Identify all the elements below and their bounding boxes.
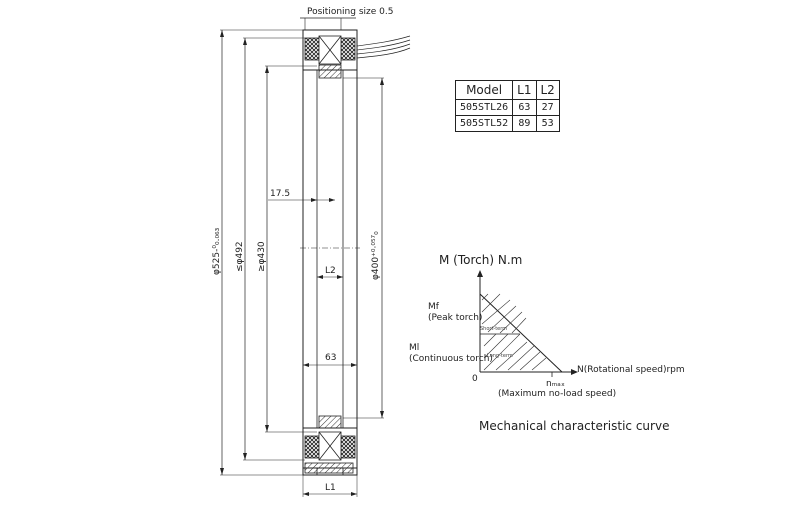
characteristic-curve: Mf (Peak torch) Ml (Continuous torch) Sh… — [409, 270, 685, 399]
header-model: Model — [454, 80, 514, 100]
cell-model: 505STL52 — [454, 115, 514, 132]
nmax-label: nₘₐₓ — [546, 379, 565, 389]
motor-ring-section — [300, 29, 411, 476]
dim-L1-label: L1 — [325, 483, 336, 493]
dim-492-label: ≤φ492 — [235, 241, 245, 272]
table-row: 505STL26 63 27 — [454, 99, 560, 116]
dim-175-label: 17.5 — [270, 189, 290, 199]
positioning-dimension: Positioning size 0.5 — [300, 7, 393, 32]
cell-l2: 53 — [535, 115, 560, 132]
long-term-label: Long-term — [487, 353, 513, 359]
diameter-dimensions: φ525-⁰₀.₀₆₃ ≤φ492 ≥φ430 φ400⁺⁰·⁰⁵⁷₀ — [212, 29, 384, 476]
header-l2: L2 — [535, 80, 560, 100]
cell-l1: 89 — [512, 115, 537, 132]
short-term-label: Short-term — [480, 326, 507, 332]
model-table: Model L1 L2 505STL26 63 27 505STL52 89 5… — [454, 80, 560, 132]
positioning-label: Positioning size 0.5 — [307, 7, 393, 17]
dim-63-label: 63 — [325, 353, 336, 363]
dim-430-label: ≥φ430 — [257, 241, 267, 272]
mf-desc: (Peak torch) — [428, 313, 482, 323]
table-row: 505STL52 89 53 — [454, 115, 560, 132]
dim-400-label: φ400⁺⁰·⁰⁵⁷₀ — [371, 231, 381, 280]
header-l1: L1 — [512, 80, 537, 100]
curve-title: M (Torch) N.m — [439, 253, 523, 267]
dim-L2-label: L2 — [325, 266, 336, 276]
width-dimensions: 17.5 L2 63 L1 — [268, 189, 358, 497]
x-axis-desc: (Maximum no-load speed) — [498, 389, 616, 399]
cell-l1: 63 — [512, 99, 537, 116]
table-header-row: Model L1 L2 — [454, 80, 560, 100]
cell-model: 505STL26 — [454, 99, 514, 116]
origin-label: 0 — [472, 374, 478, 384]
dim-outer-label: φ525-⁰₀.₀₆₃ — [212, 227, 222, 275]
cell-l2: 27 — [535, 99, 560, 116]
ml-label: Ml — [409, 343, 419, 353]
mf-label: Mf — [428, 302, 440, 312]
x-axis-label: N(Rotational speed)rpm — [577, 365, 685, 375]
curve-caption: Mechanical characteristic curve — [479, 419, 670, 433]
ml-desc: (Continuous torch) — [409, 354, 493, 364]
